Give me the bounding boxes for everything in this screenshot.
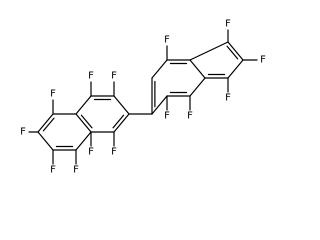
fluorine-label: F	[164, 111, 170, 122]
fluorine-label: F	[88, 147, 94, 158]
bond-a1-a2	[113, 95, 130, 115]
bond-a5-a6	[75, 95, 92, 115]
fluorine-label: F	[50, 165, 56, 176]
fluorine-label: F	[88, 71, 94, 82]
bond-b1-b2	[151, 95, 168, 115]
bond-b4-b5	[189, 59, 206, 79]
bond-b6-b7	[151, 59, 168, 79]
fluorine-label: F	[187, 111, 193, 122]
fluorine-label: F	[225, 19, 231, 30]
double-bond-b9-b10	[226, 45, 239, 60]
fluorine-label: F	[111, 147, 117, 158]
bond-a8-a9	[37, 131, 54, 151]
bond-b3-b4	[189, 77, 206, 97]
double-bond-a9-a10	[42, 117, 55, 132]
fluorine-label: F	[20, 127, 26, 138]
fluorine-label: F	[111, 71, 117, 82]
bond-a4-a5	[75, 113, 92, 133]
bond-layer	[28, 29, 258, 165]
double-bond-a2-a3	[112, 114, 125, 129]
bond-b9-b10	[227, 41, 244, 61]
fluorine-label: F	[73, 165, 79, 176]
fluorine-label: F	[50, 89, 56, 100]
bond-b8-b9	[227, 59, 244, 79]
bond-a2-a3	[113, 113, 130, 133]
double-bond-a4-a5	[80, 114, 93, 129]
bond-b10-b5	[189, 41, 229, 61]
bond-a9-a10	[37, 113, 54, 133]
bond-a4-a7	[75, 131, 92, 151]
fluorine-label: F	[164, 35, 170, 46]
fluorine-label: F	[260, 55, 266, 66]
fluorine-label: F	[225, 93, 231, 104]
